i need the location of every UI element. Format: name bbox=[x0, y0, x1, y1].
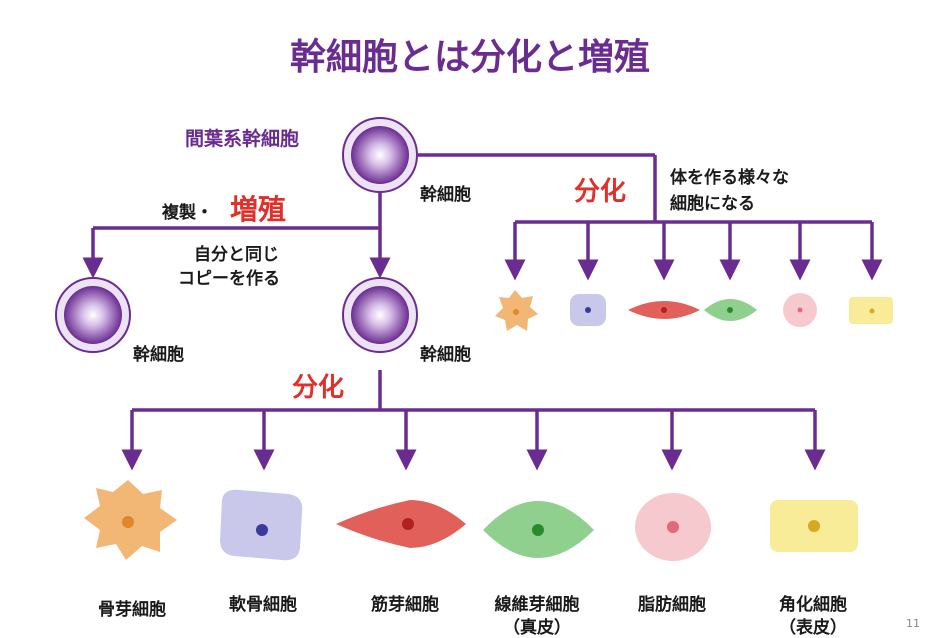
cell-keratinocyte bbox=[770, 500, 858, 552]
cell-osteoblast bbox=[84, 480, 177, 560]
stem-cell-right bbox=[342, 277, 418, 353]
stem-cell-label-right: 幹細胞 bbox=[420, 345, 471, 365]
differentiation-label-top: 分化 bbox=[574, 177, 627, 207]
various-cells-line1: 体を作る様々な bbox=[670, 168, 789, 188]
differentiation-label-bottom: 分化 bbox=[292, 373, 345, 403]
small-cell-fibroblast bbox=[704, 299, 757, 321]
page-number: 11 bbox=[906, 617, 920, 630]
small-cell-keratinocyte bbox=[849, 297, 893, 324]
cell-name-chondrocyte: 軟骨細胞 bbox=[229, 595, 297, 615]
cell-name-adipocyte: 脂肪細胞 bbox=[638, 595, 706, 615]
stem-cell-top bbox=[342, 117, 418, 193]
proliferation-label: 増殖 bbox=[230, 193, 287, 226]
stem-cell-left bbox=[55, 277, 131, 353]
stem-cell-label-left: 幹細胞 bbox=[133, 345, 184, 365]
cell-name-fibroblast: 線維芽細胞 bbox=[494, 595, 580, 615]
small-cell-adipocyte bbox=[783, 293, 817, 327]
cell-adipocyte bbox=[635, 493, 711, 561]
small-cell-chondrocyte bbox=[570, 294, 606, 326]
stem-cell-label-top: 幹細胞 bbox=[420, 185, 471, 205]
cell-chondrocyte bbox=[220, 489, 303, 561]
connector-lines bbox=[82, 153, 883, 471]
self-copy-line2: コピーを作る bbox=[178, 269, 280, 289]
cell-sub-keratinocyte: （表皮） bbox=[779, 618, 847, 638]
cell-name-keratinocyte: 角化細胞 bbox=[779, 595, 847, 615]
cell-fibroblast bbox=[483, 501, 594, 558]
small-cell-myoblast bbox=[628, 301, 700, 319]
various-cells-line2: 細胞になる bbox=[670, 194, 755, 214]
cell-name-myoblast: 筋芽細胞 bbox=[371, 595, 439, 615]
cell-myoblast bbox=[336, 500, 466, 548]
replication-label: 複製・ bbox=[162, 203, 213, 223]
cell-name-osteoblast: 骨芽細胞 bbox=[98, 600, 166, 620]
mesenchymal-stem-cell-label: 間葉系幹細胞 bbox=[185, 128, 300, 150]
page-title: 幹細胞とは分化と増殖 bbox=[289, 37, 650, 78]
cell-sub-fibroblast: （真皮） bbox=[503, 618, 571, 638]
small-cell-osteoblast bbox=[495, 290, 538, 331]
self-copy-line1: 自分と同じ bbox=[194, 245, 279, 265]
